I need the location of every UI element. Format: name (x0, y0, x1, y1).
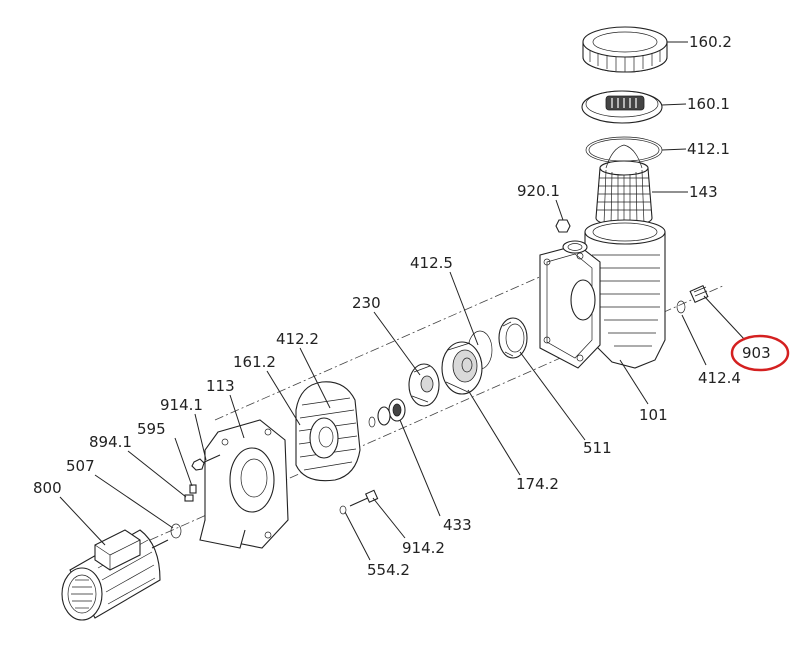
part-161-2-seal-plate (295, 381, 361, 482)
part-903-drain-plug (689, 284, 709, 304)
part-554-2-washer (339, 505, 347, 515)
part-412-4-seal (676, 300, 686, 314)
label-554-2: 554.2 (367, 561, 410, 579)
label-113: 113 (206, 377, 235, 395)
part-113-motor-bracket (199, 419, 289, 549)
upper-axis-line (214, 267, 561, 421)
label-800: 800 (33, 479, 62, 497)
label-101: 101 (639, 406, 668, 424)
label-507: 507 (66, 457, 95, 475)
part-914-1-bolt (191, 454, 221, 471)
part-412-1-o-ring (585, 136, 663, 164)
part-160-2-lid-ring (582, 26, 668, 73)
label-160-2: 160.2 (689, 33, 732, 51)
label-433: 433 (443, 516, 472, 534)
part-143-strainer-basket (595, 144, 653, 227)
part-507-thrower-ring (170, 523, 182, 539)
label-595: 595 (137, 420, 166, 438)
label-160-1: 160.1 (687, 95, 730, 113)
part-230-impeller (408, 363, 440, 407)
part-595-buffer (189, 484, 197, 494)
label-903: 903 (742, 344, 771, 362)
label-511: 511 (583, 439, 612, 457)
label-412-1: 412.1 (687, 140, 730, 158)
part-160-1-lid (581, 90, 663, 124)
label-174-2: 174.2 (516, 475, 559, 493)
label-412-5: 412.5 (410, 254, 453, 272)
leader-lines (59, 41, 746, 561)
part-920-1-nut (555, 219, 571, 233)
part-914-2-bolt (349, 489, 379, 507)
part-433-mechanical-seal (368, 398, 406, 428)
label-920-1: 920.1 (517, 182, 560, 200)
label-412-2: 412.2 (276, 330, 319, 348)
part-800-motor (61, 529, 169, 621)
label-914-1: 914.1 (160, 396, 203, 414)
label-161-2: 161.2 (233, 353, 276, 371)
part-101-pump-housing (539, 219, 666, 369)
part-894-1-spacer (184, 494, 194, 502)
label-143: 143 (689, 183, 718, 201)
part-174-2-diffuser (441, 341, 483, 395)
highlight-circle-903 (730, 334, 790, 372)
part-511-wear-ring (498, 317, 528, 359)
label-914-2: 914.2 (402, 539, 445, 557)
label-230: 230 (352, 294, 381, 312)
label-894-1: 894.1 (89, 433, 132, 451)
label-412-4: 412.4 (698, 369, 741, 387)
